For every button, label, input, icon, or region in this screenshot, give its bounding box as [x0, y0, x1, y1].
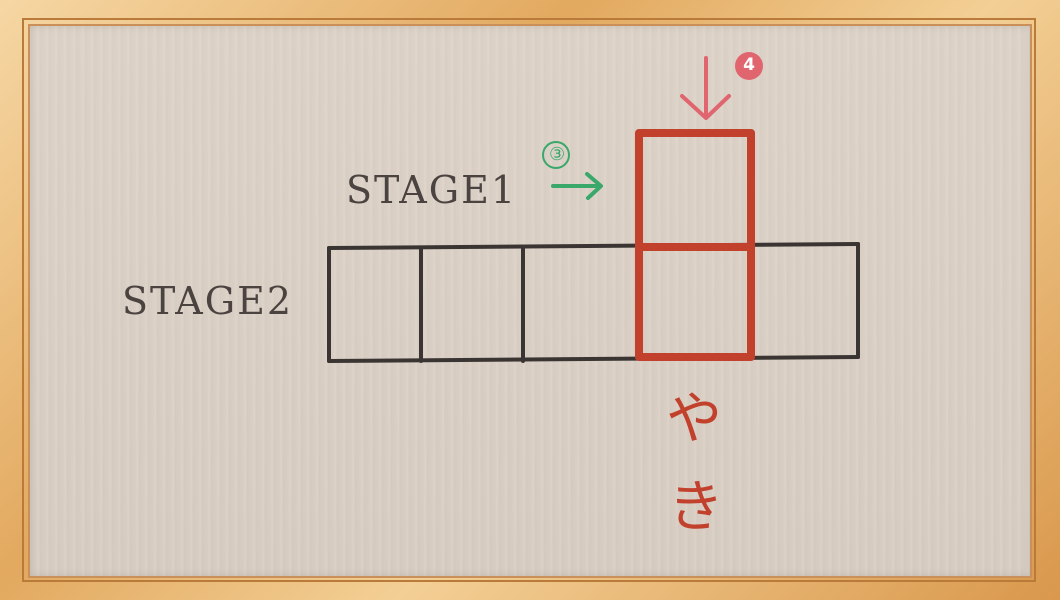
stage2-outline-top: [327, 242, 860, 250]
green-number-ring: [542, 141, 570, 169]
stage1-box-bottom: [635, 243, 755, 361]
red-number-badge: [735, 52, 763, 80]
green-number-text: ③: [549, 144, 566, 165]
red-number-text: 4: [743, 55, 755, 75]
stage2-label: STAGE2: [122, 279, 294, 323]
stage1-box-top: [635, 129, 755, 251]
green-arrow-icon: [551, 172, 603, 200]
whiteboard: [28, 24, 1032, 578]
kana-ya: や: [666, 387, 722, 452]
stage2-outline-bottom: [327, 355, 860, 363]
frame-border: [22, 18, 1036, 582]
kana-ki: き: [668, 475, 724, 540]
stage1-red-column: [635, 129, 755, 361]
stage2-boxes: [327, 242, 860, 363]
pink-down-arrow-icon: [680, 56, 731, 120]
stage1-label: STAGE1: [346, 168, 518, 212]
